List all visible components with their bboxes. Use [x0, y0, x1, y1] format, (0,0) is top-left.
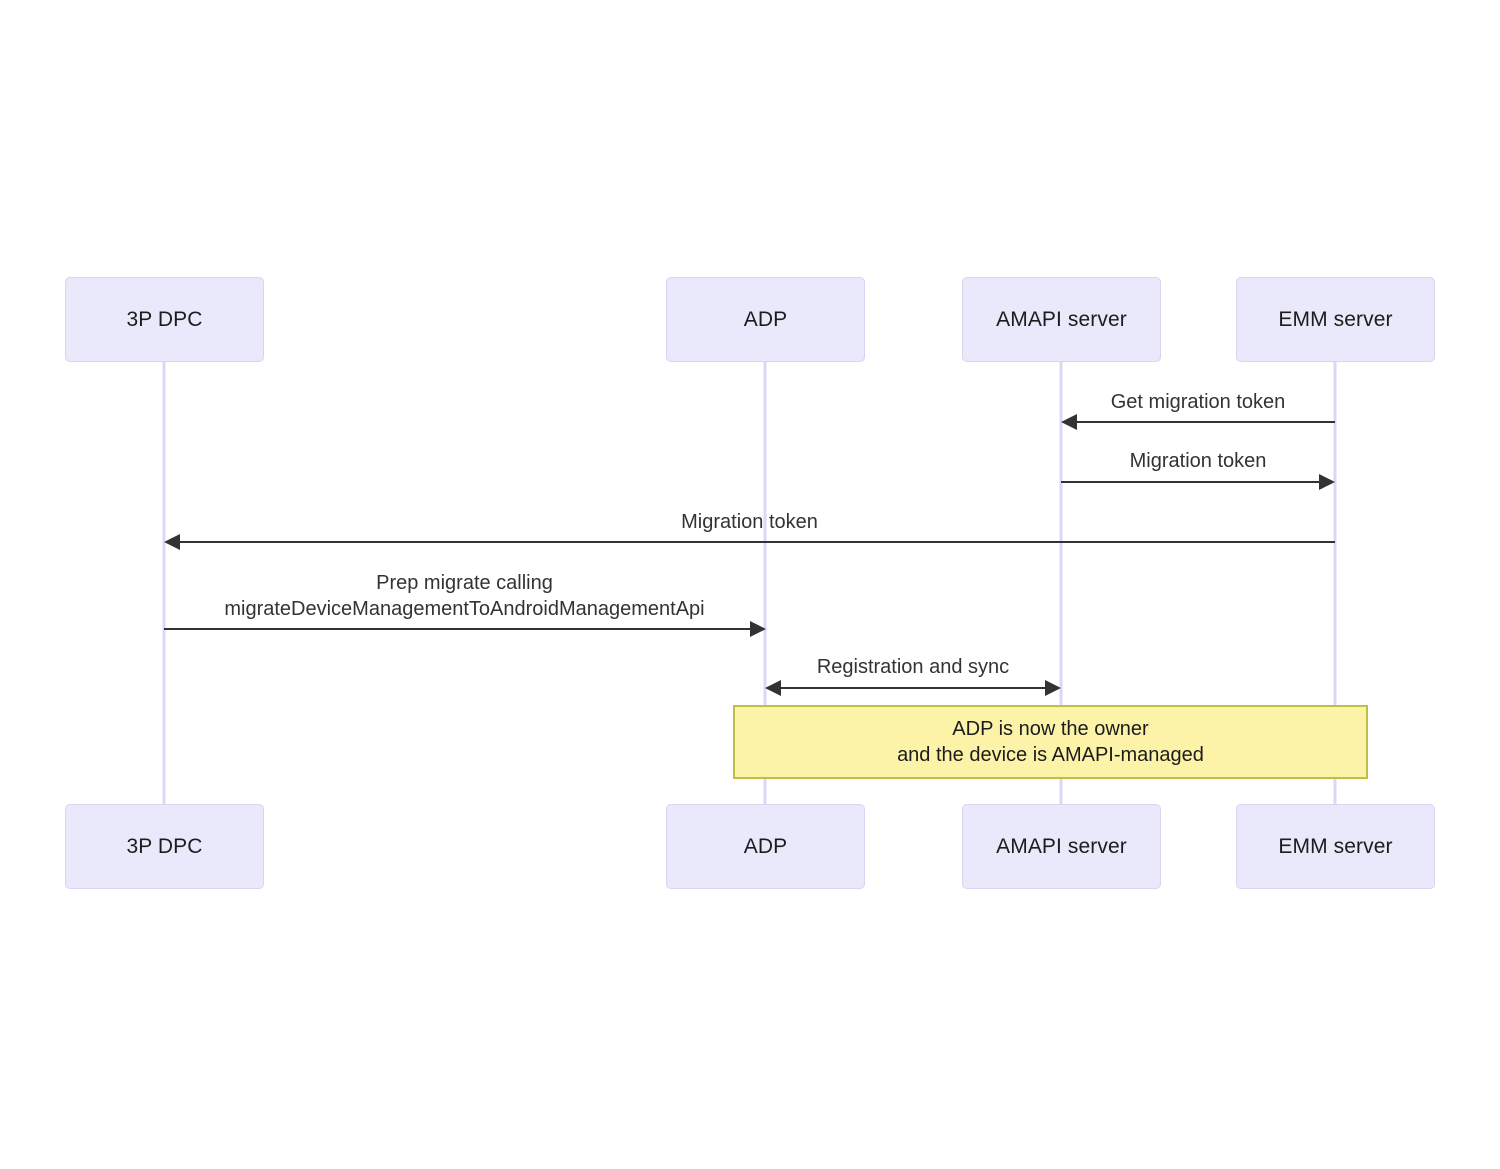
participant-box-top-adp[interactable]: ADP [666, 277, 865, 362]
participant-label-adp-top: ADP [743, 307, 788, 331]
message-line-prep-migrate [164, 628, 750, 630]
lifeline-3p-dpc [162, 362, 166, 804]
message-label-migration-token-emm-dpc: Migration token [681, 511, 818, 533]
participant-label-3p-dpc-bottom: 3P DPC [126, 834, 203, 858]
participant-label-amapi-server-top: AMAPI server [996, 307, 1127, 331]
participant-label-emm-server-bottom: EMM server [1278, 834, 1393, 858]
message-line-migration-token-emm-dpc [179, 541, 1335, 543]
participant-label-3p-dpc-top: 3P DPC [126, 307, 203, 331]
message-label-migration-token-amapi-emm: Migration token [1129, 450, 1267, 472]
participant-label-emm-server-top: EMM server [1278, 307, 1393, 331]
arrowhead-left-get-migration-token [1061, 414, 1077, 430]
lifeline-adp [763, 362, 767, 804]
message-label-prep-migrate: Prep migrate calling migrateDeviceManage… [224, 572, 705, 620]
participant-box-bottom-adp[interactable]: ADP [666, 804, 865, 889]
message-label-registration-and-sync: Registration and sync [816, 656, 1010, 678]
participant-box-bottom-3p-dpc[interactable]: 3P DPC [65, 804, 264, 889]
participant-box-top-amapi-server[interactable]: AMAPI server [962, 277, 1161, 362]
message-line-migration-token-amapi-emm [1061, 481, 1319, 483]
participant-box-top-3p-dpc[interactable]: 3P DPC [65, 277, 264, 362]
participant-box-bottom-amapi-server[interactable]: AMAPI server [962, 804, 1161, 889]
arrowhead-left-migration-token-emm-dpc [164, 534, 180, 550]
arrowhead-right-prep-migrate [750, 621, 766, 637]
message-label-get-migration-token: Get migration token [1110, 391, 1286, 413]
arrowhead-right-migration-token-amapi-emm [1319, 474, 1335, 490]
participant-box-bottom-emm-server[interactable]: EMM server [1236, 804, 1435, 889]
message-line-registration-and-sync [780, 687, 1046, 689]
participant-label-amapi-server-bottom: AMAPI server [996, 834, 1127, 858]
arrowhead-left-registration-and-sync [765, 680, 781, 696]
lifeline-emm-server [1333, 362, 1337, 804]
participant-label-adp-bottom: ADP [743, 834, 788, 858]
arrowhead-right-registration-and-sync [1045, 680, 1061, 696]
participant-box-top-emm-server[interactable]: EMM server [1236, 277, 1435, 362]
lifeline-amapi-server [1059, 362, 1063, 804]
note-adp-owner: ADP is now the owner and the device is A… [733, 705, 1368, 779]
message-line-get-migration-token [1076, 421, 1335, 423]
